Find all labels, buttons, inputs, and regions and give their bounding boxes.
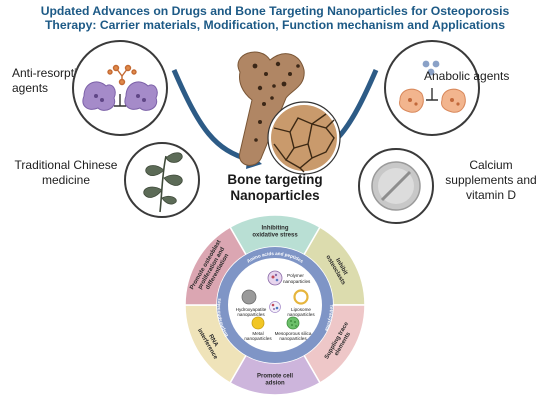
outer-segment-label-3-line-2: adsion [265, 380, 285, 386]
femur-bone-icon [237, 51, 341, 175]
calcium-label: Calcium supplements and vitamin D [436, 158, 546, 203]
osteoclast-icon [82, 64, 158, 111]
osteoblast-icon [399, 60, 466, 113]
bone-targeting-label: Bone targeting Nanoparticles [175, 172, 375, 204]
outer-segment-label-3-line-1: Promote cell [257, 374, 293, 380]
polymer-nanoparticle: Polymer nanoparticles [267, 270, 311, 286]
ring-label-right: Tetracycline [324, 304, 334, 332]
calcium-line-3: vitamin D [465, 188, 516, 202]
bone-targeting-line-2: Nanoparticles [230, 188, 320, 203]
tcm-line-2: medicine [41, 173, 91, 187]
liposome-nanoparticle: Liposome nanoparticles [287, 289, 315, 317]
drug-molecule-icon [107, 64, 137, 86]
polymer-line-1: Polymer [287, 273, 304, 278]
anti-resorptive-circle [72, 40, 168, 136]
tcm-circle [124, 142, 200, 218]
outer-segments [184, 214, 366, 396]
calcium-line-2: supplements and [445, 173, 537, 187]
liposome-nanoparticle-icon [293, 289, 309, 305]
hydroxyapatite-line-1: Hydroxyapatite [236, 307, 267, 312]
anti-resorptive-label: Anti-resorptive agents [12, 66, 89, 96]
hydroxyapatite-nanoparticle: Hydroxyapatite nanoparticles [236, 289, 267, 317]
tcm-label: Traditional Chinese medicine [10, 158, 122, 188]
outer-segment-label-0-line-1: Inhibiting [262, 226, 289, 232]
anti-resorptive-line-1: Anti-resorptive [12, 66, 90, 80]
liposome-line-2: nanoparticles [287, 312, 315, 317]
calcium-circle [358, 148, 434, 224]
mesoporous-line-1: Mesoporous silica [275, 331, 312, 336]
drug-cluster-icon [269, 301, 281, 313]
tcm-line-1: Traditional Chinese [14, 158, 118, 172]
metal-line-1: Metal [252, 331, 263, 336]
figure-title-line-1: Updated Advances on Drugs and Bone Targe… [40, 4, 510, 18]
metal-nanoparticle: Metal nanoparticles [244, 316, 272, 341]
bone-targeting-line-1: Bone targeting [227, 172, 323, 187]
anti-resorptive-line-2: agents [12, 81, 49, 95]
mesoporous-silica-nanoparticle: Mesoporous silica nanoparticles [275, 316, 312, 341]
metal-nanoparticle-icon [251, 316, 265, 330]
metal-line-2: nanoparticles [244, 336, 272, 341]
calcium-line-1: Calcium [469, 158, 513, 172]
hydroxyapatite-nanoparticle-icon [241, 289, 257, 305]
hydroxyapatite-line-2: nanoparticles [237, 312, 265, 317]
liposome-line-1: Liposome [291, 307, 311, 312]
tablet-icon [371, 161, 421, 211]
figure-title-line-2: Therapy: Carrier materials, Modification… [44, 18, 506, 32]
mesoporous-silica-nanoparticle-icon [286, 316, 300, 330]
outer-segment-label-0-line-2: oxidative stress [252, 232, 298, 238]
polymer-line-2: nanoparticles [283, 279, 311, 284]
mesoporous-line-2: nanoparticles [279, 336, 307, 341]
anabolic-circle [384, 40, 480, 136]
polymer-nanoparticle-icon [267, 270, 283, 286]
anabolic-label: Anabolic agents [424, 69, 510, 83]
herb-leaves-icon [143, 152, 183, 213]
